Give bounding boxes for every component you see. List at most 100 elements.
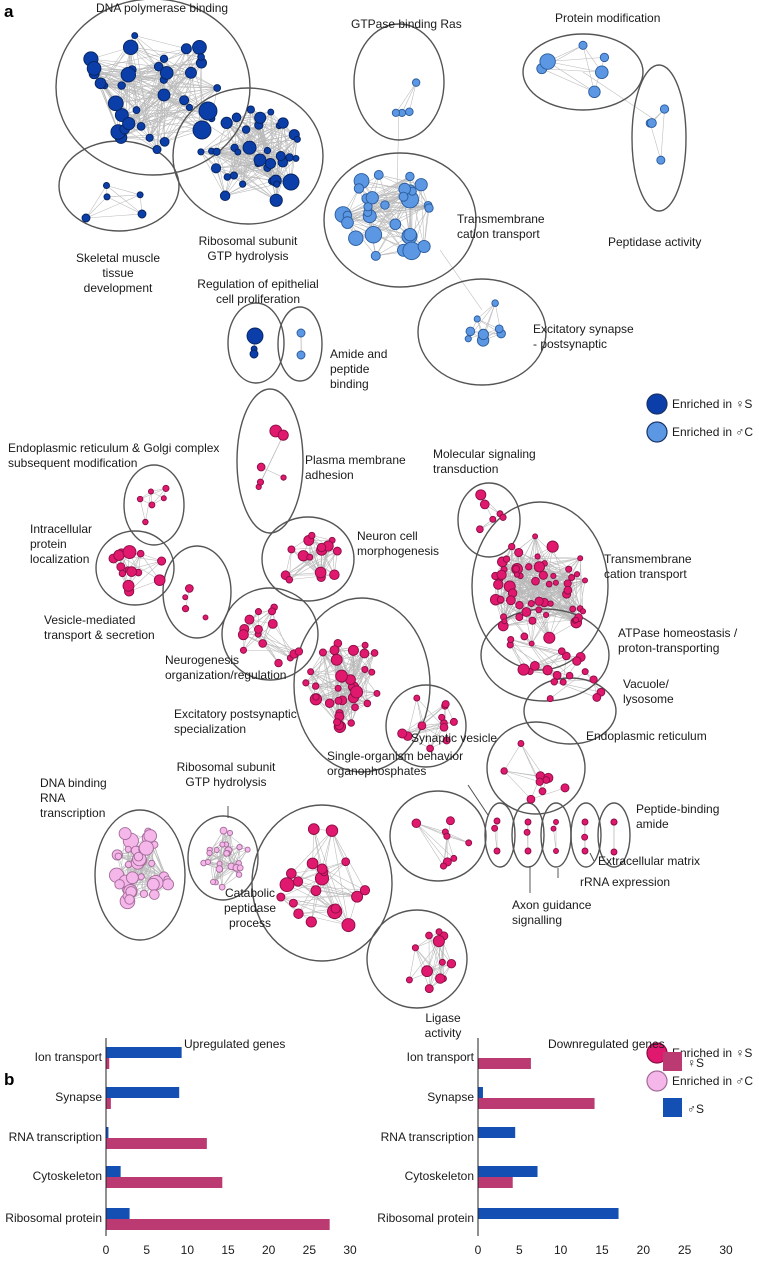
network-node (581, 668, 589, 676)
network-node (351, 703, 359, 712)
network-node (288, 898, 298, 908)
network-node (565, 671, 574, 680)
network-edge (156, 48, 187, 150)
network-edge (163, 87, 218, 96)
network-node (118, 569, 127, 578)
label-leader-line (467, 784, 489, 816)
network-edge (366, 198, 410, 237)
x-tick-label: 25 (303, 1243, 317, 1257)
network-edge (224, 125, 260, 196)
network-edge (143, 863, 152, 894)
network-edge (250, 109, 278, 185)
network-node (568, 574, 576, 582)
network-node (334, 696, 343, 705)
network-node (81, 213, 91, 223)
network-node (535, 777, 544, 786)
network-node (449, 717, 458, 726)
cluster-outline (55, 0, 251, 176)
network-node (294, 647, 304, 656)
network-edge (503, 743, 522, 772)
network-edge (372, 176, 411, 198)
network-edge (236, 117, 298, 140)
network-node (397, 728, 408, 739)
network-edge (130, 47, 218, 89)
network-edge (503, 575, 554, 627)
cluster-label-bottom: Extracellular matrix (598, 854, 700, 868)
network-node (296, 350, 306, 360)
network-edge (291, 547, 322, 550)
network-edge (243, 634, 291, 659)
network-edge (322, 652, 340, 717)
cluster-label-bottom: ATPase homeostasis /proton-transporting (618, 626, 738, 655)
network-edge (124, 128, 158, 150)
network-edge (121, 79, 164, 116)
network-node (359, 885, 371, 896)
network-edge (446, 836, 455, 859)
network-node (306, 553, 314, 561)
cluster-label-top: Excitatory synapse- postsynaptic (533, 322, 634, 351)
network-node (246, 105, 255, 114)
network-node (314, 566, 327, 579)
network-node (267, 618, 278, 629)
network-node (446, 958, 457, 969)
network-node (535, 606, 543, 614)
network-node (545, 580, 553, 588)
network-node (517, 740, 525, 747)
network-node (547, 600, 554, 607)
network-node (211, 163, 222, 174)
network-node (219, 841, 226, 848)
network-node (274, 658, 283, 668)
network-node (465, 326, 476, 337)
network-node (610, 848, 618, 856)
network-edge (134, 35, 150, 138)
network-node (565, 565, 573, 573)
network-node (239, 646, 248, 654)
network-edge (216, 150, 268, 153)
network-edge (285, 572, 321, 576)
network-node (212, 147, 221, 156)
legend-label: Enriched in ♀S (672, 1046, 752, 1060)
network-node (524, 847, 532, 855)
network-edge (331, 830, 349, 926)
cluster-outline (385, 684, 467, 768)
network-node (500, 767, 508, 775)
network-node (94, 77, 107, 90)
network-edge (541, 68, 595, 93)
network-node (241, 125, 251, 134)
network-node (350, 685, 364, 699)
bar (478, 1166, 538, 1177)
network-node (508, 542, 516, 551)
network-node (341, 216, 354, 229)
network-node (192, 120, 212, 140)
network-edge (139, 498, 146, 523)
network-edge (534, 655, 567, 667)
network-node (563, 585, 573, 595)
network-node (122, 116, 136, 131)
network-edge (510, 639, 562, 652)
network-node (542, 665, 553, 676)
network-edge (503, 619, 576, 627)
network-edge (582, 71, 656, 121)
network-node (515, 613, 524, 622)
x-tick-label: 10 (181, 1243, 195, 1257)
network-edge (553, 828, 557, 852)
network-edge (85, 196, 108, 219)
network-node (152, 145, 162, 155)
network-node (253, 153, 267, 167)
network-node (359, 648, 370, 659)
cluster-outline (486, 721, 586, 815)
network-edge (106, 196, 143, 215)
network-edge (164, 107, 190, 142)
network-node (579, 608, 587, 615)
cluster-outline (162, 545, 232, 639)
network-node (493, 847, 501, 855)
network-node (538, 787, 547, 796)
network-node (282, 173, 300, 191)
network-node (329, 645, 340, 656)
network-edge (243, 634, 295, 655)
